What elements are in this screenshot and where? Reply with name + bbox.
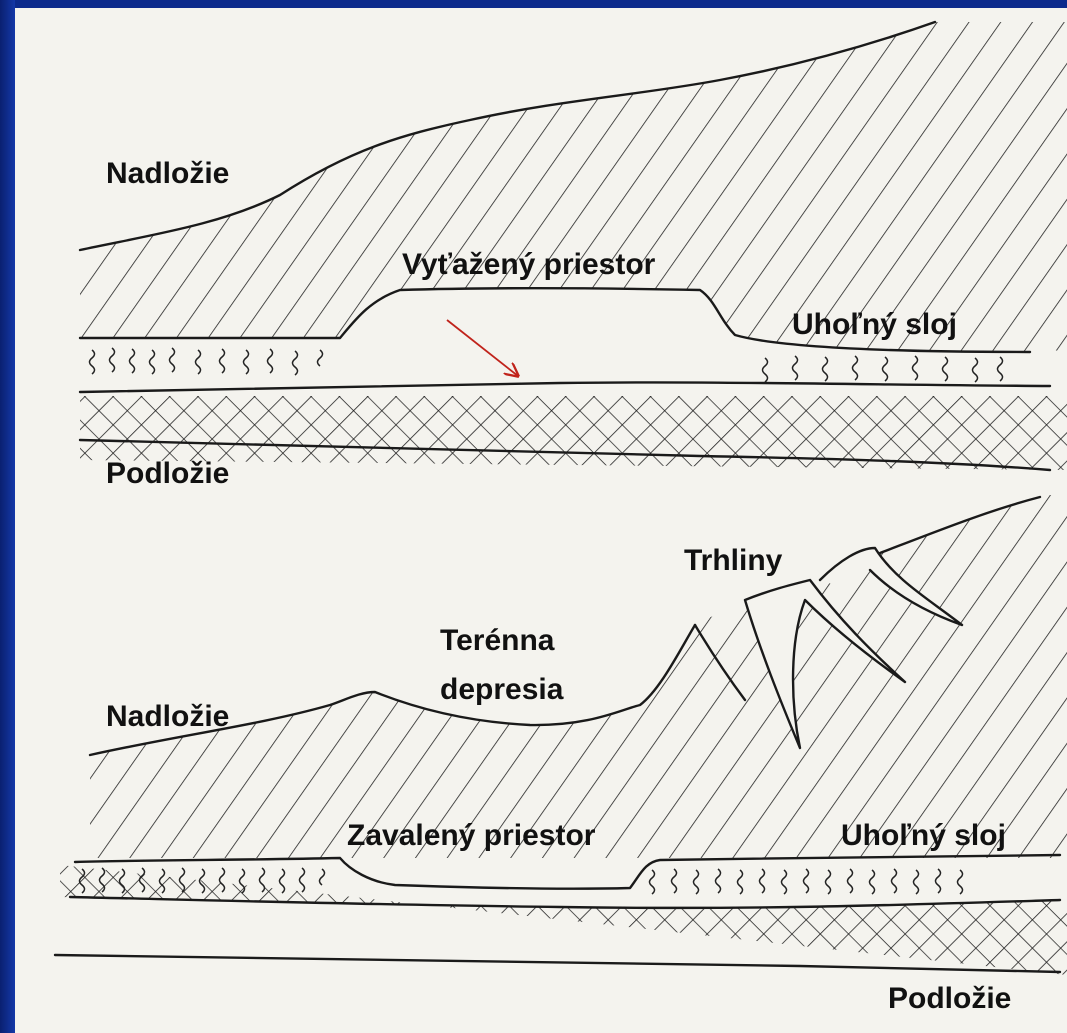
bottom-bedrock-label: Podložie	[888, 982, 1011, 1015]
bottom-coal-seam-label: Uhoľný sloj	[841, 819, 1006, 852]
top-coal-seam-label: Uhoľný sloj	[792, 308, 957, 341]
extracted-space-label: Vyťažený priestor	[402, 248, 655, 281]
cracks-label: Trhliny	[684, 544, 782, 577]
top-seam-base	[80, 382, 1050, 392]
bottom-overburden-hatch	[60, 490, 1067, 860]
top-overburden-label: Nadložie	[106, 157, 229, 190]
collapsed-space-label: Zavalený priestor	[347, 819, 595, 852]
terrain-depression-label-line1: Terénna	[440, 624, 554, 657]
bottom-coal-right	[650, 869, 963, 894]
top-bedrock-label: Podložie	[106, 457, 229, 490]
top-coal-left	[90, 348, 323, 375]
top-coal-right	[763, 356, 1003, 382]
bottom-overburden-label: Nadložie	[106, 700, 229, 733]
extracted-space-arrow	[447, 320, 518, 376]
terrain-depression-label-line2: depresia	[440, 673, 563, 706]
